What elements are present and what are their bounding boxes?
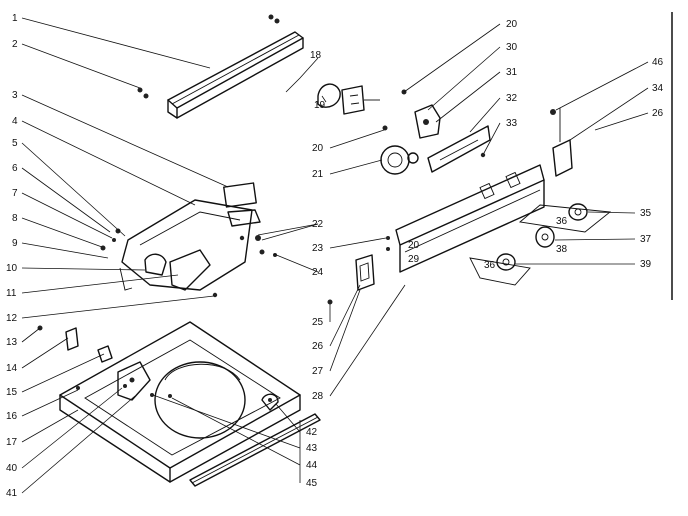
callout-41: 41 (6, 488, 18, 499)
callout-5: 5 (12, 138, 18, 149)
callout-15: 15 (6, 387, 18, 398)
callout-20-top: 20 (506, 19, 518, 30)
callout-12: 12 (6, 313, 18, 324)
callout-25: 25 (312, 317, 324, 328)
callout-7: 7 (12, 188, 18, 199)
callout-9: 9 (12, 238, 18, 249)
switch-assembly (317, 83, 380, 115)
control-panel (386, 164, 545, 273)
top-trim-rail (167, 31, 304, 119)
knob-group (469, 203, 612, 286)
callout-29: 29 (408, 254, 420, 265)
callout-28: 28 (312, 391, 324, 402)
callout-27: 27 (312, 366, 324, 377)
callout-31: 31 (506, 67, 518, 78)
callout-21: 21 (312, 169, 324, 180)
callout-45: 45 (306, 478, 318, 489)
leader-lines (21, 17, 649, 494)
callout-46: 46 (652, 57, 664, 68)
callout-26-right: 26 (652, 108, 664, 119)
console-top-panel (119, 182, 261, 291)
callout-22: 22 (312, 219, 324, 230)
callout-3: 3 (12, 90, 18, 101)
callout-16: 16 (6, 411, 18, 422)
callout-36-lower: 36 (484, 260, 496, 271)
callout-10: 10 (6, 263, 18, 274)
callout-20-mid: 20 (312, 143, 324, 154)
callout-26-mid: 26 (312, 341, 324, 352)
callout-14: 14 (6, 363, 18, 374)
clip-26-27 (327, 254, 375, 305)
right-end-bracket (550, 108, 573, 177)
callout-33: 33 (506, 118, 518, 129)
mounting-bracket (427, 125, 491, 173)
callout-20-panel: 20 (408, 240, 420, 251)
callout-44: 44 (306, 460, 318, 471)
callout-1: 1 (12, 13, 18, 24)
callout-17: 17 (6, 437, 18, 448)
callout-18: 18 (310, 50, 322, 61)
callout-4: 4 (12, 116, 18, 127)
callout-37: 37 (640, 234, 652, 245)
callout-40: 40 (6, 463, 18, 474)
callout-6: 6 (12, 163, 18, 174)
callout-30: 30 (506, 42, 518, 53)
callout-13: 13 (6, 337, 18, 348)
callout-43: 43 (306, 443, 318, 454)
base-frame (59, 321, 301, 483)
callout-32: 32 (506, 93, 518, 104)
callout-38: 38 (556, 244, 568, 255)
callout-labels: 1 2 3 4 5 6 7 8 9 10 11 12 13 14 15 16 1… (6, 13, 664, 499)
rotary-switch (401, 89, 441, 139)
callout-35: 35 (640, 208, 652, 219)
callout-2: 2 (12, 39, 18, 50)
callout-34: 34 (652, 83, 664, 94)
callout-39: 39 (640, 259, 652, 270)
callout-42: 42 (306, 427, 318, 438)
callout-19: 19 (314, 100, 326, 111)
callout-8: 8 (12, 213, 18, 224)
callout-36-upper: 36 (556, 216, 568, 227)
bottom-rail (189, 413, 321, 487)
callout-24: 24 (312, 267, 324, 278)
callout-11: 11 (6, 288, 17, 299)
callout-23: 23 (312, 243, 324, 254)
bracket-14 (37, 325, 113, 363)
timer-motor (380, 125, 419, 175)
rail-screws (137, 14, 280, 99)
console-fasteners (100, 228, 277, 298)
